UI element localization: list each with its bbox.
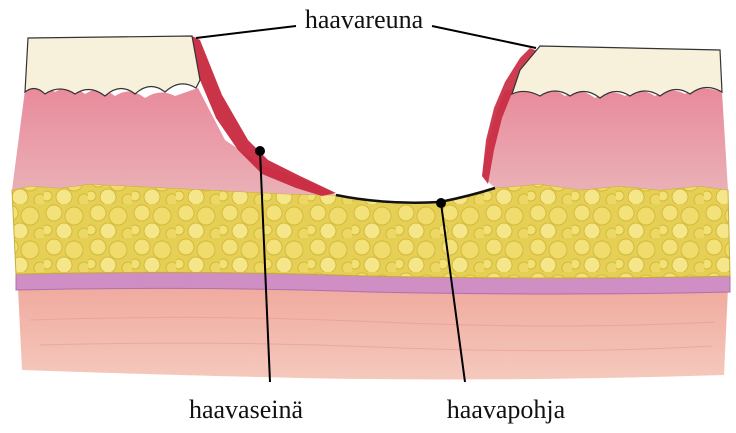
muscle-layer: [18, 283, 728, 379]
epidermis-right: [512, 46, 722, 98]
label-wound-edge: haavareuna: [305, 5, 424, 34]
fat-layer: [12, 184, 730, 278]
epidermis-left: [25, 36, 200, 96]
leader-line-edge-left: [196, 26, 296, 38]
leader-line-edge-right: [432, 26, 536, 48]
label-wound-bed: haavapohja: [447, 395, 566, 424]
dermis-right: [482, 88, 728, 190]
label-wound-wall: haavaseinä: [189, 395, 304, 424]
wound-bed-marker: [436, 198, 446, 208]
wound-wall-marker: [255, 146, 265, 156]
